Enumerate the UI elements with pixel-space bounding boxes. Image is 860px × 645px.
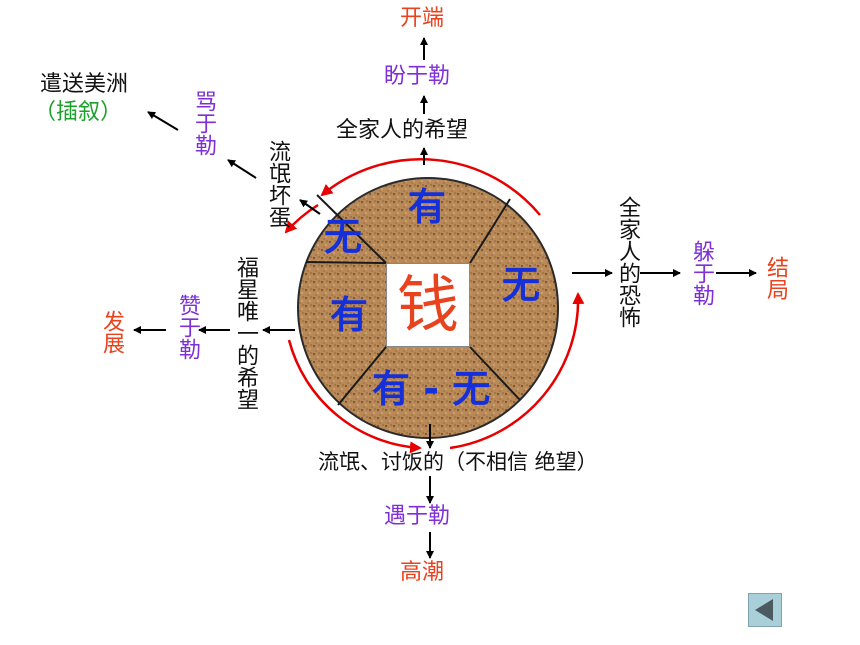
left-result-text: 发展 [99, 310, 124, 354]
right-fear-text: 全家人的恐怖 [615, 196, 640, 328]
right-stage-text: 躲于勒 [689, 240, 714, 306]
money-label: 钱 [396, 268, 459, 341]
top-hope-text: 全家人的希望 [336, 118, 469, 143]
bottom-despair-text: 流氓、讨饭的（不相信 绝望） [318, 450, 598, 474]
segment-upper-left-label: 无 [324, 215, 363, 259]
left-hope-text: 福星唯一的希望 [233, 256, 258, 410]
upper-left-result-line1: 遣送美洲 [40, 72, 129, 97]
flow-arrows [133, 37, 757, 559]
upper-left-rogue-text: 流氓坏蛋 [265, 140, 290, 228]
top-result-text: 开端 [400, 6, 445, 31]
money-box: 钱 [386, 263, 470, 347]
segment-bottom-label: 有 - 无 [372, 367, 491, 411]
bottom-result-text: 高潮 [400, 560, 445, 585]
top-stage-text: 盼于勒 [384, 64, 451, 89]
right-result-text: 结局 [763, 256, 788, 300]
back-triangle-icon [755, 599, 773, 621]
segment-dividers [305, 194, 521, 406]
back-button[interactable] [748, 593, 782, 627]
segment-left-label: 有 [330, 293, 369, 337]
segment-right-label: 无 [502, 263, 541, 307]
upper-left-result-line2: （插叙） [34, 100, 123, 125]
segment-top-label: 有 [408, 185, 447, 229]
cycle-arrows [284, 158, 585, 454]
left-stage-text: 赞于勒 [175, 294, 200, 360]
bottom-stage-text: 遇于勒 [384, 504, 451, 529]
upper-left-stage-text: 骂于勒 [191, 90, 216, 156]
